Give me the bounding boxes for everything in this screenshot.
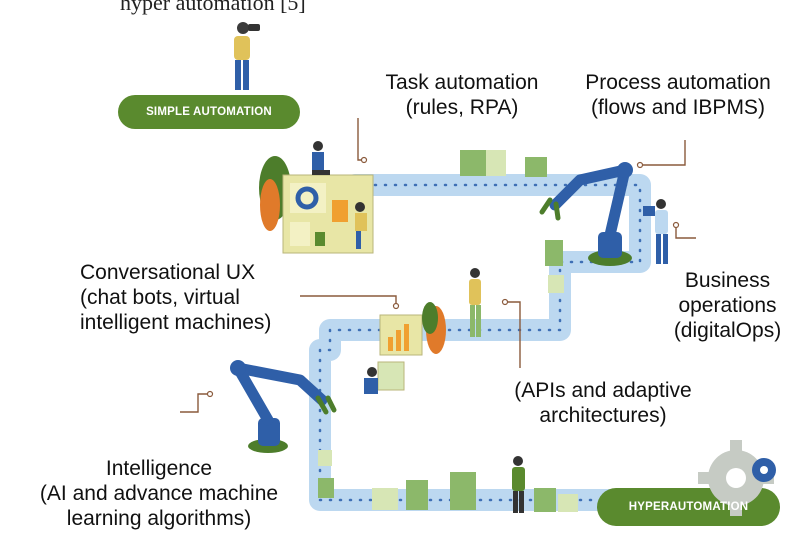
- robot-arm-bottom-icon: [230, 360, 337, 453]
- person-standing-icon: [469, 268, 481, 337]
- chart-board-icon: [364, 302, 446, 394]
- package-boxes-mid: [545, 240, 564, 293]
- gear-icon: [698, 440, 774, 516]
- package-boxes-top: [460, 150, 547, 177]
- apis-label: (APIs and adaptive architectures): [514, 379, 692, 427]
- package-boxes-bottom: [318, 450, 578, 512]
- hyperautomation-label: HYPERAUTOMATION: [628, 501, 749, 513]
- robot-arm-icon: [539, 162, 633, 266]
- simple-automation-badge: [118, 95, 300, 129]
- dashboard-board-icon: [259, 141, 374, 254]
- small-gear-icon: [752, 458, 776, 482]
- callout-dots: [206, 156, 680, 398]
- simple-automation-label: SIMPLE AUTOMATION: [146, 106, 272, 118]
- intelligence-label: Intelligence (AI and advance machine lea…: [39, 457, 279, 530]
- person-bottom-icon: [512, 456, 525, 513]
- person-business-icon: [643, 199, 668, 264]
- header-fragment: hyper automation [5]: [120, 0, 306, 15]
- business-operations-label: Business operations (digitalOps): [673, 269, 782, 342]
- task-automation-label: Task automation (rules, RPA): [385, 71, 539, 119]
- process-automation-label: Process automation (flows and IBPMS): [585, 71, 771, 119]
- callout-lines: [180, 118, 696, 413]
- conversational-ux-label: Conversational UX (chat bots, virtual in…: [80, 261, 272, 334]
- person-binoculars-icon: [234, 22, 260, 90]
